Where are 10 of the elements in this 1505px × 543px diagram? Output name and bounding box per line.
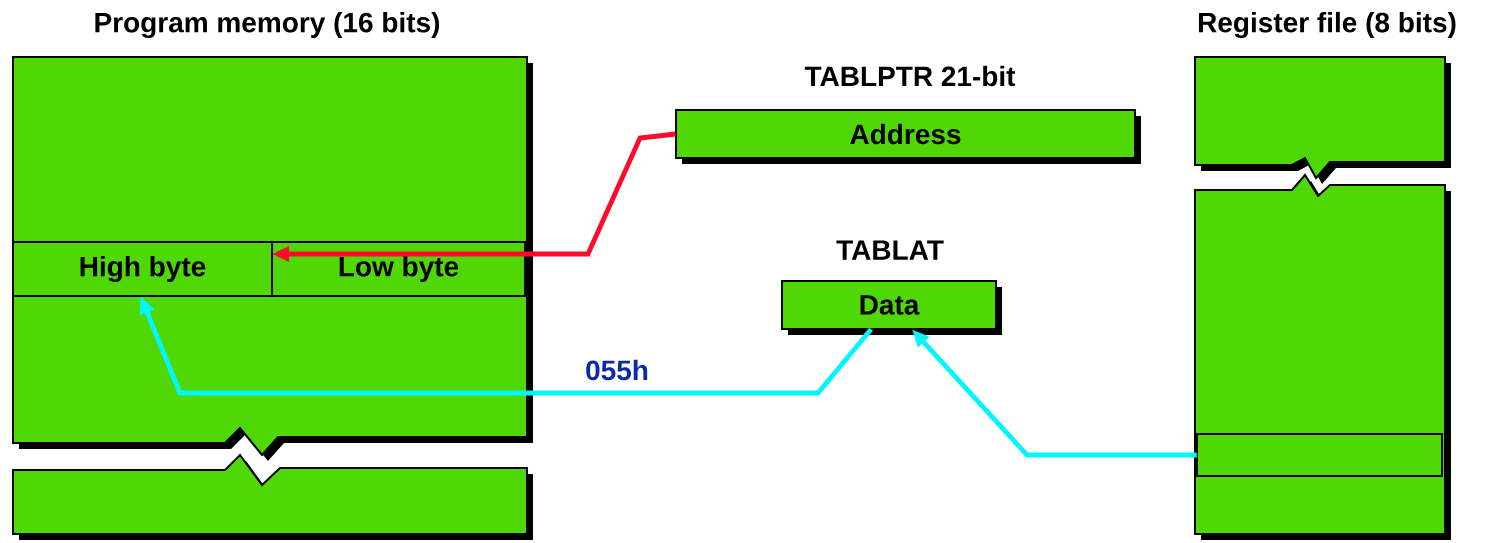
heading: TABLAT — [836, 240, 944, 260]
register-box: Data — [781, 280, 1002, 335]
register-cell — [1196, 433, 1443, 477]
memory-block — [1194, 173, 1451, 540]
register-box: Address — [675, 109, 1141, 164]
heading: Program memory (16 bits) — [95, 11, 440, 39]
memory-block — [12, 453, 533, 540]
edge-label: 055h — [586, 359, 648, 381]
heading: Register file (8 bits) — [1199, 11, 1456, 39]
heading: TABLPTR 21-bit — [804, 65, 1016, 87]
